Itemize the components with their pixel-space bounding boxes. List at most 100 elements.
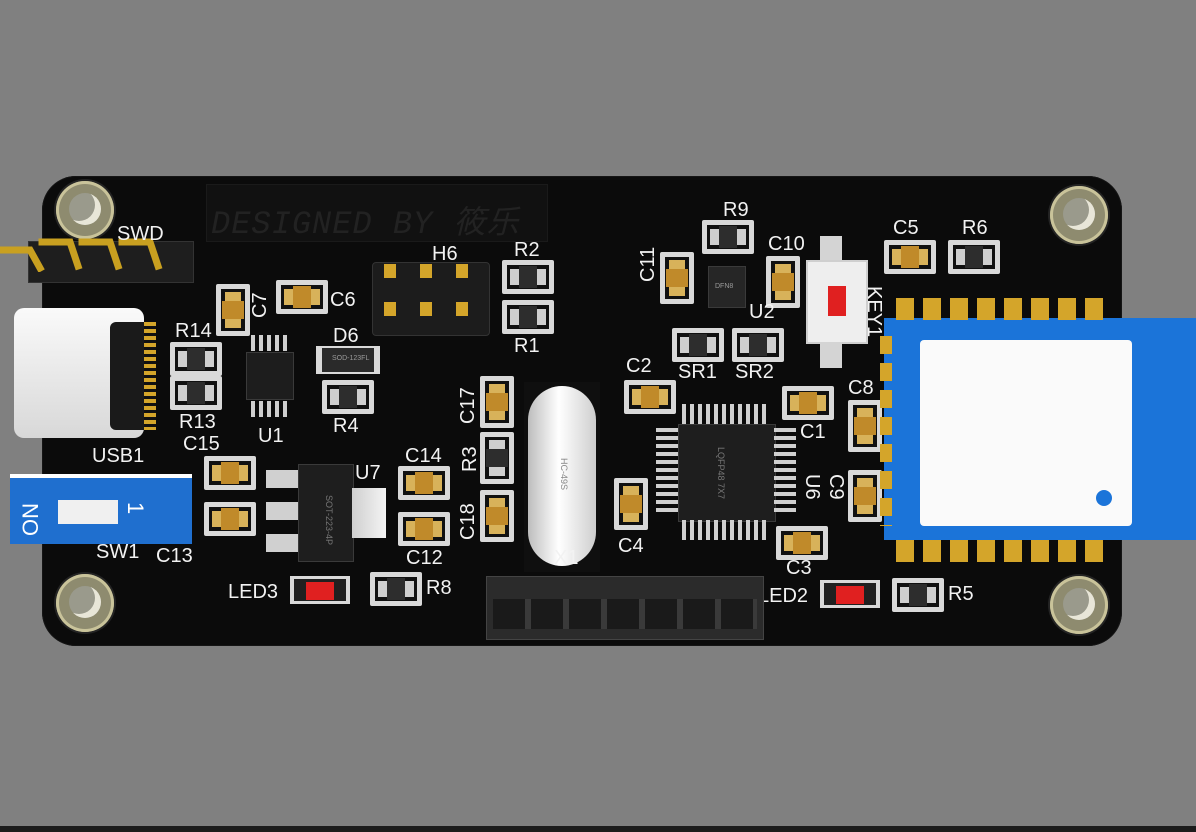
- key1-button[interactable]: [806, 260, 868, 344]
- usb-contacts: [144, 322, 156, 430]
- label-c7: C7: [249, 292, 271, 318]
- label-h6: H6: [432, 243, 458, 265]
- resistor-r9: [702, 220, 754, 254]
- h6-pins: [380, 262, 480, 332]
- label-c1: C1: [800, 421, 826, 443]
- label-u2: U2: [749, 301, 775, 323]
- swd-pin-graphic: [0, 238, 163, 273]
- resistor-r4: [322, 380, 374, 414]
- mounting-hole-bottom-right: [1050, 576, 1108, 634]
- label-usb1: USB1: [92, 445, 145, 467]
- label-u7: U7: [355, 462, 381, 484]
- resistor-r5: [892, 578, 944, 612]
- label-u1: U1: [258, 425, 284, 447]
- regulator-u7: SOT-223-4P: [298, 464, 354, 562]
- label-c9: C9: [825, 474, 847, 500]
- dip-switch-on-mark: ON: [18, 503, 43, 536]
- capacitor-c17: [480, 376, 514, 428]
- label-c17: C17: [457, 387, 479, 424]
- led3-lens: [306, 582, 334, 600]
- label-sr1: SR1: [678, 361, 717, 383]
- resistor-r14: [170, 342, 222, 376]
- dip-switch-pos-mark: 1: [123, 502, 148, 515]
- module-dot: [1096, 490, 1112, 506]
- label-c11: C11: [637, 246, 659, 282]
- capacitor-c18: [480, 490, 514, 542]
- capacitor-c7: [216, 284, 250, 336]
- designer-logo-text: DESIGNED BY 筱乐: [211, 206, 520, 243]
- key1-actuator[interactable]: [828, 286, 846, 316]
- resistor-sr2: [732, 328, 784, 362]
- label-c13: C13: [156, 545, 193, 567]
- resistor-r3: [480, 432, 514, 484]
- label-c18: C18: [457, 503, 479, 540]
- label-led3: LED3: [228, 581, 279, 603]
- label-r6: R6: [962, 217, 988, 239]
- label-c6: C6: [330, 289, 356, 311]
- ic-u2: DFN8: [708, 266, 746, 308]
- resistor-r13: [170, 376, 222, 410]
- capacitor-c8: [848, 400, 882, 452]
- capacitor-c1: [782, 386, 834, 420]
- capacitor-c6: [276, 280, 328, 314]
- header-x1-sockets: [493, 599, 757, 629]
- mcu-pins-top: [682, 404, 770, 424]
- label-x1: X1: [554, 547, 579, 569]
- label-led2: LED2: [758, 585, 809, 607]
- mcu-u6: LQFP48 7X7: [678, 424, 776, 522]
- label-r4: R4: [333, 415, 359, 437]
- resistor-r2: [502, 260, 554, 294]
- capacitor-c3: [776, 526, 828, 560]
- key1-lead-bottom: [820, 342, 842, 368]
- resistor-r1: [502, 300, 554, 334]
- label-r2: R2: [514, 239, 540, 261]
- ic-u1: [246, 335, 294, 417]
- capacitor-c14: [398, 466, 450, 500]
- resistor-r6: [948, 240, 1000, 274]
- mounting-hole-bottom-left: [56, 574, 114, 632]
- capacitor-c4: [614, 478, 648, 530]
- dip-switch[interactable]: ON 1: [10, 474, 192, 544]
- capacitor-c13: [204, 502, 256, 536]
- capacitor-c2: [624, 380, 676, 414]
- usb-port-opening: [110, 322, 150, 430]
- regulator-mark: SOT-223-4P: [324, 495, 334, 546]
- header-x1[interactable]: [486, 576, 764, 640]
- resistor-sr1: [672, 328, 724, 362]
- capacitor-c15: [204, 456, 256, 490]
- crystal-mark: HC-49S: [559, 458, 569, 491]
- mounting-hole-top-right: [1050, 186, 1108, 244]
- mounting-hole-top-left: [56, 181, 114, 239]
- label-c12: C12: [406, 547, 443, 569]
- dip-switch-lever[interactable]: [58, 500, 118, 524]
- label-c2: C2: [626, 355, 652, 377]
- u2-mark: DFN8: [715, 283, 734, 290]
- capacitor-c10: [766, 256, 800, 308]
- label-r5: R5: [948, 583, 974, 605]
- swd-pins: [0, 238, 170, 273]
- bottom-edge: [0, 826, 1196, 832]
- label-c8: C8: [848, 377, 874, 399]
- label-r14: R14: [175, 320, 212, 342]
- designer-logo: DESIGNED BY 筱乐: [206, 184, 548, 243]
- led2: [820, 580, 880, 608]
- led2-lens: [836, 586, 864, 604]
- wireless-module: [884, 318, 1196, 540]
- capacitor-c9: [848, 470, 882, 522]
- label-r1: R1: [514, 335, 540, 357]
- label-c5: C5: [893, 217, 919, 239]
- label-key1: KEY1: [863, 286, 885, 338]
- mcu-mark: LQFP48 7X7: [716, 447, 726, 500]
- mcu-pins-left: [656, 428, 678, 516]
- label-c15: C15: [183, 433, 220, 455]
- regulator-tab: [352, 488, 386, 538]
- module-pads-left: [880, 336, 892, 526]
- label-r13: R13: [179, 411, 216, 433]
- capacitor-c12: [398, 512, 450, 546]
- module-pads-bottom: [896, 540, 1110, 562]
- usb-c-connector[interactable]: [14, 308, 156, 438]
- module-pads-top: [896, 298, 1110, 320]
- label-r3: R3: [459, 446, 481, 472]
- label-r8: R8: [426, 577, 452, 599]
- label-sr2: SR2: [735, 361, 774, 383]
